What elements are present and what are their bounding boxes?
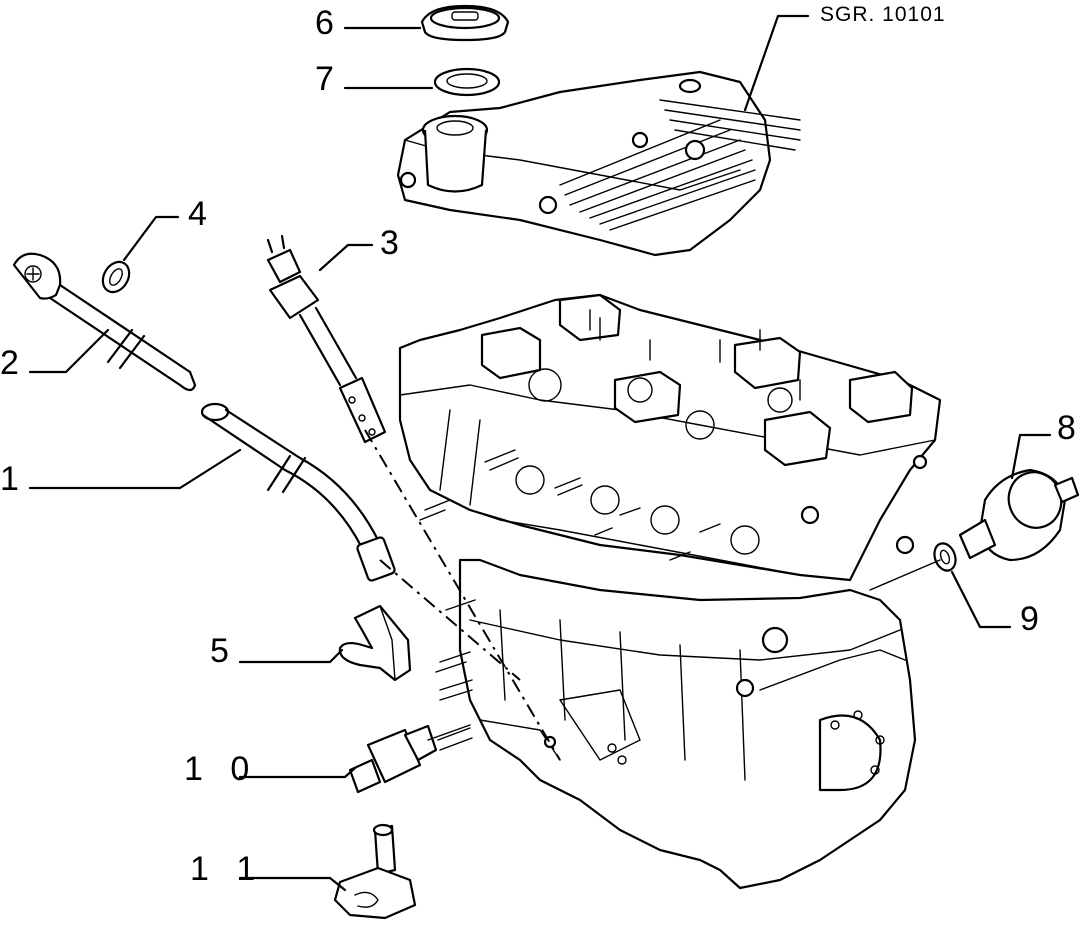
callout-1: 1 [0, 460, 19, 498]
tube-bracket [338, 604, 412, 682]
oil-pressure-switch [958, 468, 1080, 562]
temperature-sensor [348, 724, 471, 794]
callout-8: 8 [1057, 409, 1076, 447]
callout-5: 5 [210, 632, 229, 670]
dipstick-tube [200, 402, 396, 582]
callout-7: 7 [315, 60, 334, 98]
callout-11: 1 1 [190, 850, 265, 888]
cylinder-head [398, 293, 942, 582]
hose-clip [333, 823, 417, 920]
oil-filler-cap [420, 4, 510, 42]
callout-9: 9 [1020, 600, 1039, 638]
callout-3: 3 [380, 224, 399, 262]
engine-block [435, 558, 917, 890]
assembly-lines [364, 429, 561, 761]
small-washer [101, 260, 131, 294]
cam-cover [396, 70, 801, 257]
callout-10: 1 0 [184, 750, 259, 788]
reference-code: SGR. 10101 [820, 3, 946, 26]
temperature-sender [266, 234, 387, 444]
dipstick [12, 252, 197, 392]
cap-seal-ring [433, 67, 501, 97]
callout-4: 4 [188, 195, 207, 233]
callout-2: 2 [0, 344, 19, 382]
leader-lines [28, 14, 1052, 892]
sealing-washer [869, 542, 957, 591]
callout-6: 6 [315, 4, 334, 42]
